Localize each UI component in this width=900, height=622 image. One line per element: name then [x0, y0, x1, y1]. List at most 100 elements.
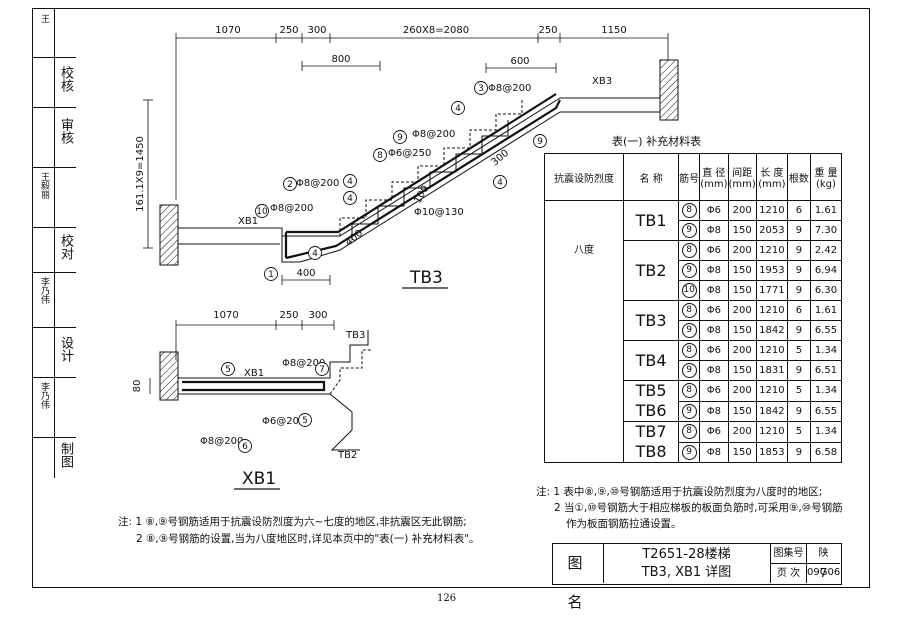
table-cell: 200: [727, 300, 757, 321]
table-cell: 5: [786, 421, 811, 443]
xb1-callout-labels: 5 7 5 6: [225, 365, 325, 452]
xb1-tb2-label: TB2: [337, 450, 357, 461]
tb3-left-wall: [159, 204, 179, 266]
table-cell: 1.61: [809, 200, 843, 221]
table-cell: 1210: [755, 240, 788, 261]
component-name: TB2: [635, 260, 667, 280]
drawing-title-line2: TB3, XB1 详图: [641, 565, 732, 580]
table-cell: 8: [678, 240, 701, 261]
table-cell: 150: [727, 320, 757, 341]
callout-label: 3: [478, 84, 484, 94]
component-name: TB8: [635, 442, 667, 461]
table-cell: 6.94: [809, 260, 843, 281]
rebar-number-circle: 9: [681, 444, 697, 460]
table-cell: 6.55: [809, 320, 843, 341]
table-cell: 1842: [755, 400, 788, 422]
sidebar-name: 李乃伟: [39, 382, 49, 409]
seismic-cell: 八度: [543, 200, 625, 463]
table-cell: Φ6: [699, 240, 729, 261]
table-cell: 8: [678, 340, 701, 361]
tb3-dim-label: 1070: [215, 25, 240, 36]
header-spacing-unit: (mm): [728, 179, 756, 190]
table-cell: 150: [727, 260, 757, 281]
table-cell: 200: [727, 421, 757, 443]
rebar-number-circle: 8: [681, 383, 697, 399]
table-cell: 7.30: [809, 220, 843, 241]
rebar-number-circle: 9: [681, 223, 697, 238]
component-name-cell: TB4: [623, 340, 680, 381]
table-cell: 1210: [755, 340, 788, 361]
header-weight-unit: (kg): [815, 179, 836, 190]
callout-label: 6: [242, 442, 248, 452]
header-spacing: 间距(mm): [727, 153, 757, 201]
table-cell: 150: [727, 360, 757, 381]
tb3-rebar-9: Φ8@200: [412, 129, 455, 140]
component-name-cell: TB2: [623, 240, 680, 301]
component-name: TB1: [635, 210, 667, 230]
xb1-callouts: [221, 362, 329, 453]
header-name: 名 称: [623, 153, 680, 201]
xb1-dim-label: 250: [279, 310, 298, 321]
signature-sidebar: 王 校核 审核 王毅丽 校对 李乃伟 设计 李乃伟 制图: [32, 8, 76, 588]
callout-label: 2: [287, 180, 293, 190]
table-cell: 200: [727, 200, 757, 221]
sidebar-name: 王毅丽: [39, 172, 49, 199]
table-cell: 9: [786, 400, 811, 422]
header-length-text: 长 度: [760, 168, 784, 179]
tb3-xb1-label: XB1: [238, 216, 258, 227]
tb3-dim-800: 800: [331, 54, 350, 65]
table-cell: 6.30: [809, 280, 843, 301]
title-block-label: 图 名: [553, 544, 604, 611]
rebar-number-circle: 8: [681, 243, 697, 258]
tb3-rebar-labels: Φ8@200 Φ8@200 Φ6@250 Φ8@200 Φ8@200 Φ10@1…: [270, 83, 531, 218]
table-cell: 1853: [755, 441, 788, 463]
callout-label: 9: [537, 137, 543, 147]
component-name-cell: TB3: [623, 300, 680, 341]
header-dia-unit: (mm): [700, 179, 728, 190]
table-cell: 9: [786, 320, 811, 341]
tb3-callout-labels: 1 2 3 4 4 4 4 4 8 9 9 10: [256, 84, 543, 280]
callout-label: 10: [256, 207, 268, 217]
tb3-callouts: [255, 81, 547, 281]
atlas-value: 陕09G06: [807, 544, 840, 578]
table-cell: 9: [678, 441, 701, 463]
table-cell: 150: [727, 441, 757, 463]
table-cell: Φ8: [699, 441, 729, 463]
table-cell: Φ8: [699, 360, 729, 381]
table-cell: 9: [678, 220, 701, 241]
atlas-label: 图集号: [771, 544, 807, 564]
right-note-3: 作为板面钢筋拉通设置。: [566, 518, 682, 530]
table-cell: Φ8: [699, 280, 729, 301]
table-cell: 200: [727, 380, 757, 402]
table-cell: 1.34: [809, 380, 843, 402]
sidebar-name: 李乃伟: [39, 277, 49, 304]
table-cell: 9: [678, 260, 701, 281]
table-cell: 150: [727, 280, 757, 301]
xb1-left-wall: [159, 351, 179, 401]
xb1-labels: XB1 TB3 TB2 Φ8@200 Φ6@200 Φ8@200: [200, 330, 365, 461]
rebar-number-circle: 9: [681, 263, 697, 278]
table-cell: 1953: [755, 260, 788, 281]
tb3-dim-label: 260X8=2080: [403, 25, 469, 36]
tb3-dim-label: 250: [538, 25, 557, 36]
table-cell: 1210: [755, 300, 788, 321]
rebar-number-circle: 10: [681, 283, 697, 298]
table-cell: 9: [786, 280, 811, 301]
tb3-dim-400a: 400: [296, 268, 315, 279]
table-cell: 1771: [755, 280, 788, 301]
callout-label: 8: [377, 151, 383, 161]
component-name-cell: TB1: [623, 200, 680, 241]
header-seismic: 抗震设防烈度: [543, 153, 625, 201]
left-note-1: 注: 1 ⑧,⑨号钢筋适用于抗震设防烈度为六~七度的地区,非抗震区无此钢筋;: [118, 516, 467, 528]
rebar-number-circle: 9: [681, 403, 697, 419]
table-cell: 1210: [755, 380, 788, 402]
sidebar-label-review: 审核: [58, 118, 73, 144]
